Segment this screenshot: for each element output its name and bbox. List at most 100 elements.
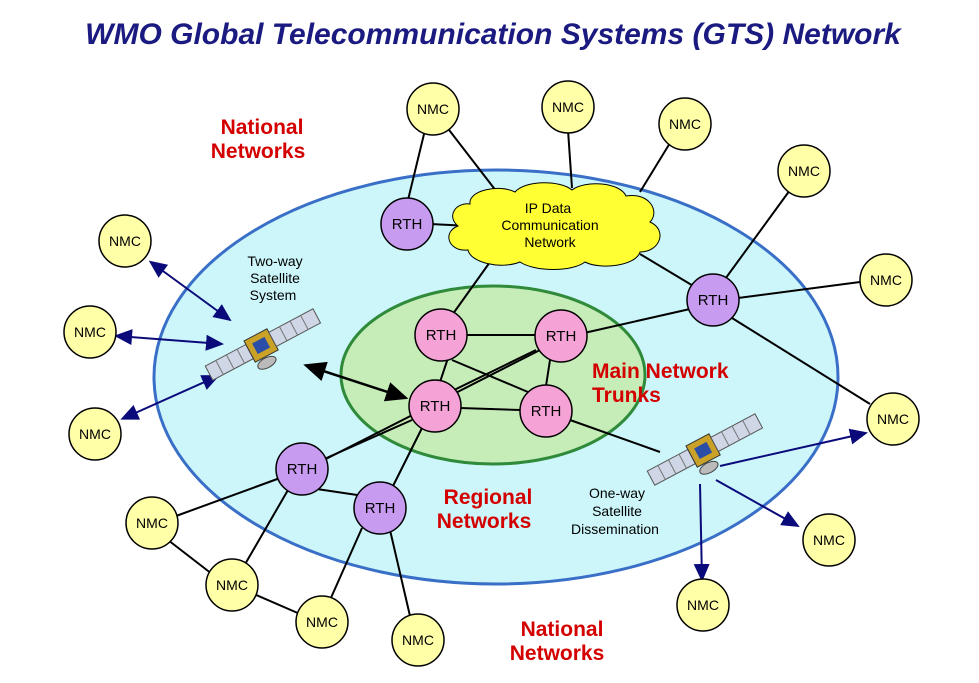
two-way-link (120, 375, 220, 420)
node-label: RTH (531, 403, 562, 420)
national-networks-label: National (221, 116, 304, 139)
nmc-node: NMC (391, 613, 445, 667)
nmc-node: NMC (658, 97, 712, 151)
national-networks-label: National (521, 618, 604, 641)
rth-regional-nodes: RTH RTH RTH RTH (275, 197, 740, 535)
rth-node: RTH (275, 442, 329, 496)
node-label: RTH (420, 398, 451, 415)
nmc-node: NMC (295, 595, 349, 649)
rth-node: RTH (519, 384, 573, 438)
two-way-satellite-label: System (250, 287, 297, 303)
link (243, 489, 289, 567)
node-label: NMC (687, 597, 719, 613)
two-way-link (114, 329, 224, 351)
link (175, 477, 281, 517)
link (449, 261, 491, 319)
node-label: RTH (392, 216, 423, 233)
node-label: NMC (216, 577, 248, 593)
link (167, 539, 213, 575)
nmc-node: NMC (802, 513, 856, 567)
link (329, 527, 363, 601)
link (583, 308, 691, 334)
satellite-links (114, 260, 868, 582)
one-way-link (715, 479, 800, 527)
nmc-node: NMC (98, 214, 152, 268)
nmc-node: NMC (125, 496, 179, 550)
node-label: NMC (552, 99, 584, 115)
nmc-node: NMC (676, 578, 730, 632)
national-networks-label: Networks (510, 642, 605, 665)
node-label: NMC (870, 272, 902, 288)
node-label: NMC (74, 324, 106, 340)
node-label: NMC (136, 515, 168, 531)
nmc-node: NMC (541, 80, 595, 134)
rth-node: RTH (380, 197, 434, 251)
national-networks-label: Networks (211, 140, 306, 163)
link (449, 349, 537, 393)
link (445, 125, 501, 197)
one-way-link (719, 428, 868, 467)
two-way-satellite-icon (204, 308, 322, 381)
node-label: NMC (669, 116, 701, 132)
nmc-node: NMC (205, 558, 259, 612)
link (719, 189, 791, 287)
link (439, 357, 449, 383)
link (253, 593, 301, 615)
node-label: NMC (813, 532, 845, 548)
one-way-satellite-label: Dissemination (571, 521, 659, 537)
rth-node: RTH (353, 481, 407, 535)
nmc-node: NMC (63, 305, 117, 359)
nmc-node: NMC (859, 253, 913, 307)
node-label: NMC (877, 411, 909, 427)
network-links (167, 125, 871, 617)
regional-networks-label: Regional (444, 486, 533, 509)
node-label: NMC (788, 163, 820, 179)
one-way-satellite-label: Satellite (592, 503, 642, 519)
rth-node: RTH (534, 309, 588, 363)
cloud-label-line: Network (524, 234, 576, 250)
node-label: NMC (402, 632, 434, 648)
node-label: RTH (546, 328, 577, 345)
node-label: RTH (287, 461, 318, 478)
link (737, 281, 861, 299)
one-way-link (693, 483, 710, 582)
two-way-link (148, 260, 232, 322)
two-way-satellite-label: Two-way (247, 253, 302, 269)
nmc-nodes: NMC NMC NMC NMC NMC NMC NMC NMC NMC NMC … (63, 80, 920, 667)
link (389, 529, 411, 617)
node-label: NMC (79, 426, 111, 442)
main-network-trunks-label: Main Network (592, 360, 729, 383)
nmc-node: NMC (68, 407, 122, 461)
link (459, 407, 521, 411)
node-label: NMC (417, 101, 449, 117)
node-label: RTH (426, 327, 457, 344)
rth-node: RTH (414, 308, 468, 362)
link (639, 253, 701, 291)
link (407, 129, 426, 201)
link (545, 359, 551, 387)
cloud-label-line: Communication (501, 217, 598, 233)
ip-data-network-cloud: IP Data Communication Network (448, 182, 661, 270)
node-label: NMC (306, 614, 338, 630)
link (391, 427, 423, 489)
link (639, 142, 671, 193)
one-way-satellite-label: One-way (589, 485, 645, 501)
two-way-satellite-label: Satellite (250, 270, 300, 286)
link (567, 129, 573, 189)
main-network-trunks-label: Trunks (592, 384, 661, 407)
node-label: RTH (365, 500, 396, 517)
node-label: NMC (109, 233, 141, 249)
two-way-trunk-link (303, 361, 409, 402)
link (569, 419, 661, 453)
one-way-satellite-icon (646, 413, 764, 486)
nmc-node: NMC (866, 392, 920, 446)
rth-node: RTH (408, 379, 462, 433)
nmc-node: NMC (777, 144, 831, 198)
cloud-label-line: IP Data (525, 200, 572, 216)
link (731, 317, 871, 405)
regional-networks-label: Networks (437, 510, 532, 533)
page-title: WMO Global Telecommunication Systems (GT… (85, 18, 902, 51)
rth-node: RTH (686, 273, 740, 327)
